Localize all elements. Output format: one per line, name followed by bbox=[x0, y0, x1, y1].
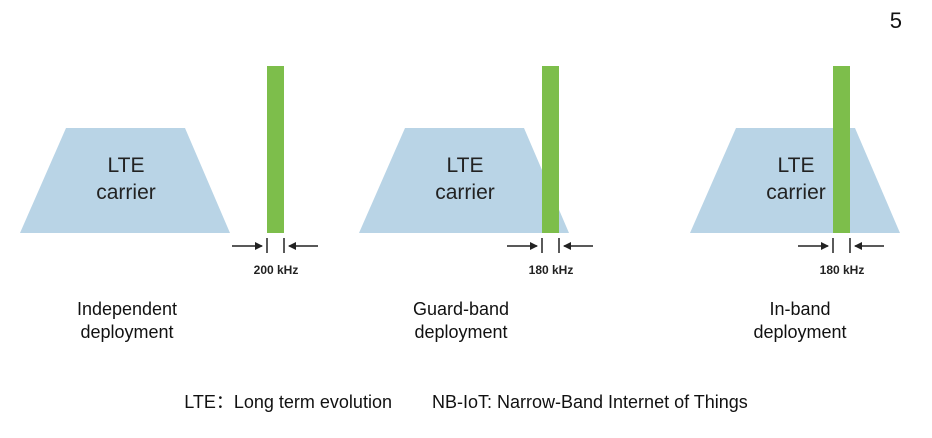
caption-line: deployment bbox=[80, 322, 174, 342]
abbreviation-footnote: LTE：Long term evolution NB-IoT: Narrow-B… bbox=[0, 388, 932, 414]
nb-iot-carrier-bar bbox=[267, 66, 284, 233]
bandwidth-label: 180 kHz bbox=[820, 263, 865, 277]
panel-in-band: LTE carrier 180 kHz bbox=[690, 66, 900, 277]
deployment-diagram: LTE carrier 200 kHz LTE carrier 180 kHz … bbox=[20, 66, 900, 277]
nbiot-definition: NB-IoT: Narrow-Band Internet of Things bbox=[431, 392, 748, 412]
nb-iot-carrier-bar bbox=[542, 66, 559, 233]
lte-carrier-shape bbox=[20, 128, 230, 233]
carrier-label: carrier bbox=[96, 181, 156, 204]
carrier-label: carrier bbox=[435, 181, 495, 204]
lte-definition: LTE：Long term evolution bbox=[184, 392, 392, 412]
bandwidth-label: 180 kHz bbox=[529, 263, 574, 277]
caption-line: Guard-band bbox=[412, 299, 510, 319]
bandwidth-label: 200 kHz bbox=[254, 263, 299, 277]
lte-label: LTE bbox=[447, 154, 484, 177]
panel-guard-band: LTE carrier 180 kHz bbox=[359, 66, 593, 277]
caption-in-band: In-band deployment bbox=[700, 298, 900, 344]
caption-line: deployment bbox=[414, 322, 508, 342]
caption-guard-band: Guard-band deployment bbox=[361, 298, 561, 344]
lte-carrier-shape bbox=[359, 128, 569, 233]
lte-label: LTE bbox=[778, 154, 815, 177]
caption-independent: Independent deployment bbox=[27, 298, 227, 344]
caption-line: Independent bbox=[76, 299, 178, 319]
carrier-label: carrier bbox=[766, 181, 826, 204]
page-number: 5 bbox=[889, 8, 902, 33]
nb-iot-carrier-bar bbox=[833, 66, 850, 233]
caption-line: In-band bbox=[769, 299, 831, 319]
lte-label: LTE bbox=[108, 154, 145, 177]
caption-line: deployment bbox=[753, 322, 847, 342]
panel-independent: LTE carrier 200 kHz bbox=[20, 66, 318, 277]
